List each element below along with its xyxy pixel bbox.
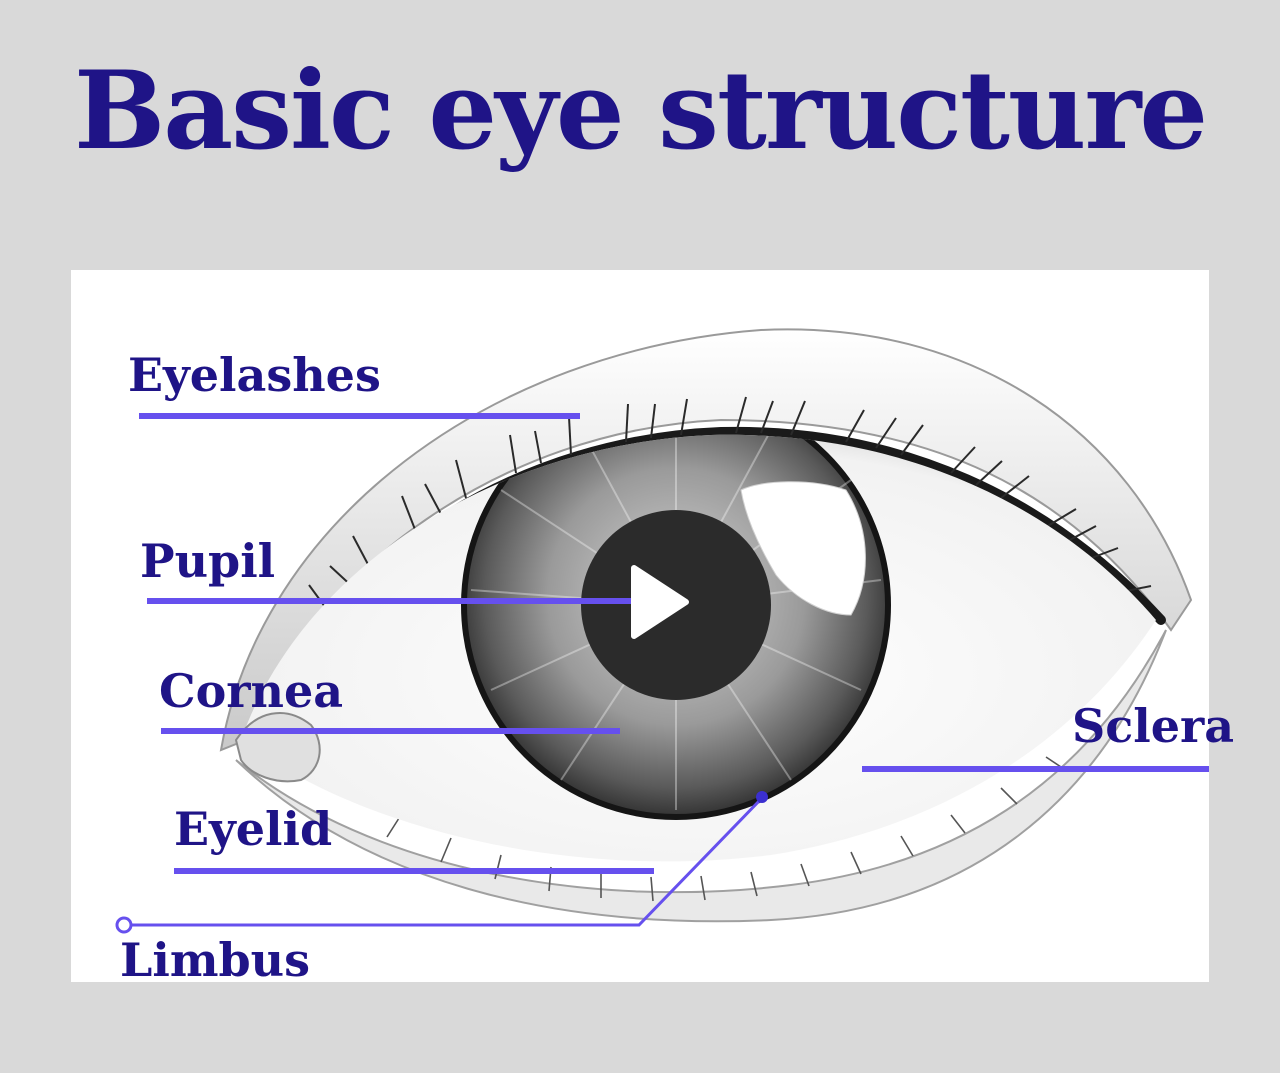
label-eyelashes: Eyelashes — [128, 348, 381, 402]
upper-eyelid-shape — [219, 328, 1193, 752]
label-pupil: Pupil — [140, 534, 276, 588]
eye-illustration — [115, 328, 1209, 934]
label-sclera: Sclera — [1072, 699, 1235, 753]
limbus-leader-end-dot — [756, 791, 768, 803]
label-cornea: Cornea — [159, 664, 344, 718]
highlight — [740, 481, 866, 616]
label-limbus: Limbus — [120, 933, 310, 987]
eye-diagram-panel — [71, 270, 1209, 982]
lower-eyelid-shape — [235, 629, 1167, 923]
label-eyelid: Eyelid — [174, 802, 333, 856]
limbus-leader-start-dot — [115, 916, 133, 934]
page-title: Basic eye structure — [73, 48, 1208, 174]
play-icon[interactable] — [622, 562, 694, 642]
limbus-leader-line — [130, 796, 764, 927]
lower-lash-strokes — [386, 756, 1065, 902]
